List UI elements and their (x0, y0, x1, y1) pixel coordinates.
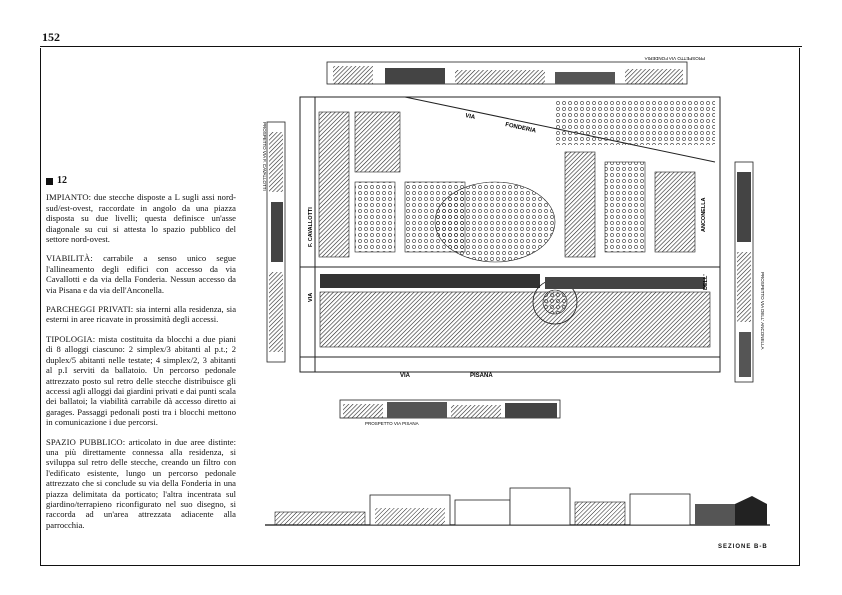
label-via-cavallotti: F. CAVALLOTTI (308, 207, 314, 247)
entry-heading: 12 (46, 175, 236, 186)
elevation-cavallotti (266, 121, 286, 363)
label-via-fonderia-1: VIA (465, 113, 477, 121)
page-frame (40, 48, 800, 566)
entry-number: 12 (57, 175, 67, 186)
paragraph-impianto: IMPIANTO: due stecche disposte a L sugli… (46, 192, 236, 245)
label-via-anconella-1: ANCONELLA (701, 197, 707, 232)
paragraph-parcheggi: PARCHEGGI PRIVATI: sia interni alla resi… (46, 304, 237, 325)
description-column: 12 IMPIANTO: due stecche disposte a L su… (46, 175, 237, 539)
label-prospetto-cavallotti: PROSPETTO VIA F. CAVALLOTTI (262, 122, 267, 191)
square-bullet-icon (46, 177, 53, 185)
section-drawing (265, 487, 770, 526)
paragraph-viabilita: VIABILITÀ: carrabile a senso unico segue… (46, 253, 236, 295)
top-rule (40, 46, 802, 47)
label-prospetto-fonderia: PROSPETTO VIA FONDERIA (645, 56, 705, 61)
plan-site (299, 96, 721, 373)
section-label: SEZIONE B-B (718, 544, 768, 550)
label-via-pisana-2: PISANA (470, 373, 493, 379)
elevation-pisana (339, 399, 561, 419)
page-number: 152 (42, 30, 60, 44)
paragraph-tipologia: TIPOLOGIA: mista costituita da blocchi a… (46, 333, 236, 428)
label-prospetto-anconella: PROSPETTO VIA DELL' ANCONELLA (760, 272, 765, 350)
label-prospetto-pisana: PROSPETTO VIA PISANA (365, 421, 419, 426)
site-plan: PROSPETTO VIA FONDERIA PROSPETTO VIA F. … (262, 56, 765, 426)
paragraph-spazio-pubblico: SPAZIO PUBBLICO: articolato in due aree … (46, 436, 236, 530)
label-via-anconella-2: DELL' (703, 274, 709, 290)
label-via-left: VIA (308, 293, 314, 302)
label-via-pisana-1: VIA (400, 373, 411, 379)
elevation-fonderia (326, 61, 688, 85)
elevation-anconella (734, 161, 754, 383)
